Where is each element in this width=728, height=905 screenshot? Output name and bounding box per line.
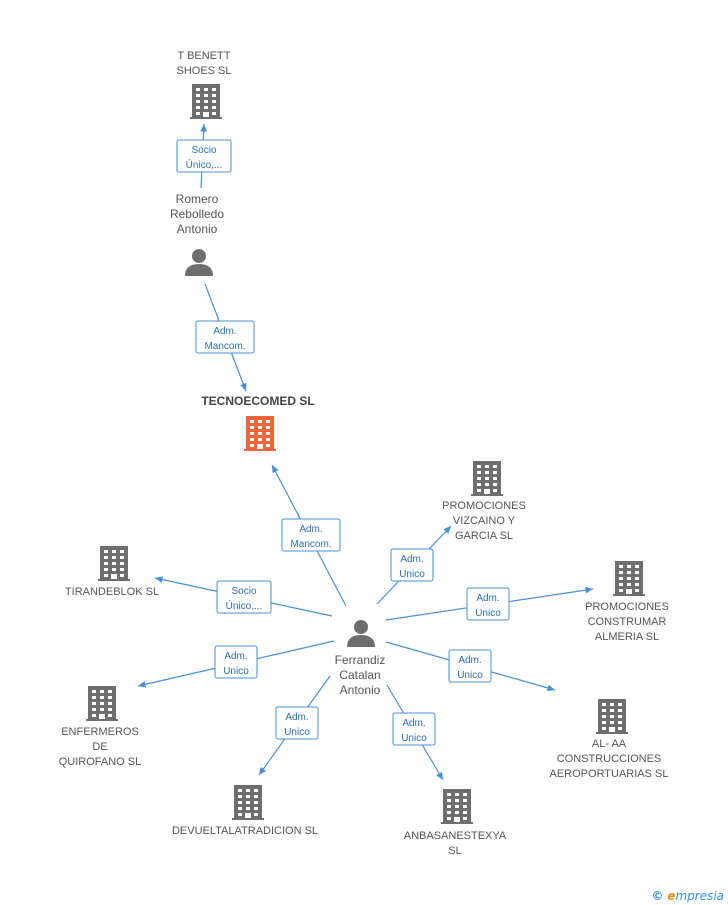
role-label-box[interactable] bbox=[176, 139, 232, 173]
building-icon bbox=[98, 546, 130, 581]
edges-layer: SocioÚnico,...Adm.Mancom.Adm.Mancom.Adm.… bbox=[137, 123, 594, 781]
person-icon bbox=[347, 620, 375, 647]
role-label-text: Mancom. bbox=[290, 539, 331, 550]
node-label-line: CONSTRUMAR bbox=[588, 616, 667, 628]
edge-ferrandiz-to-vizcaino[interactable]: Adm. Unico bbox=[376, 525, 452, 605]
edge-ferrandiz-to-anbasa[interactable]: Adm. Unico bbox=[386, 684, 444, 781]
role-label-box[interactable] bbox=[214, 645, 258, 679]
node-label-line: Ferrandiz bbox=[335, 653, 386, 667]
role-label-box[interactable] bbox=[392, 712, 436, 746]
building-icon bbox=[441, 789, 473, 824]
node-label-line: Catalan bbox=[339, 668, 380, 682]
role-label-text: Adm. bbox=[458, 655, 481, 666]
role-label-box[interactable] bbox=[466, 587, 510, 621]
node-label-line: PROMOCIONES bbox=[442, 500, 526, 512]
building-icon bbox=[596, 699, 628, 734]
role-label-text: Adm. bbox=[224, 651, 247, 662]
building-icon bbox=[190, 84, 222, 119]
node-label-line: Romero bbox=[176, 192, 219, 206]
node-label-line: AL- AA bbox=[592, 738, 627, 750]
node-label-line: GARCIA SL bbox=[455, 530, 513, 542]
company-node-devuelta[interactable]: DEVUELTALATRADICION SL bbox=[172, 785, 318, 837]
company-node-alaa[interactable]: AL- AA CONSTRUCCIONES AEROPORTUARIAS SL bbox=[550, 699, 669, 780]
node-label-line: SL bbox=[448, 845, 461, 857]
role-label-box[interactable] bbox=[281, 518, 341, 552]
role-label-text: Adm. bbox=[402, 718, 425, 729]
company-node-anbasa[interactable]: ANBASANESTEXYA SL bbox=[404, 789, 507, 857]
edge-ferrandiz-to-tirandeblok[interactable]: SocioÚnico,... bbox=[154, 576, 333, 617]
node-label-line: ALMERIA SL bbox=[595, 631, 659, 643]
company-node-tbenett[interactable]: T BENETT SHOES SL bbox=[176, 50, 232, 119]
node-label-line: Antonio bbox=[340, 683, 381, 697]
edge-ferrandiz-to-tecnoecomed[interactable]: Adm. Mancom. bbox=[271, 464, 347, 607]
role-label-box[interactable] bbox=[448, 649, 492, 683]
role-label-text: Único,... bbox=[186, 158, 223, 171]
node-label-line: Rebolledo bbox=[170, 207, 224, 221]
node-label-line: DE bbox=[92, 741, 107, 753]
node-label-line: QUIROFANO SL bbox=[59, 756, 142, 768]
building-icon bbox=[244, 416, 276, 451]
role-label-text: Adm. bbox=[213, 326, 236, 337]
role-label-text: Adm. bbox=[285, 712, 308, 723]
role-label-text: Mancom. bbox=[204, 341, 245, 352]
node-label-line: AEROPORTUARIAS SL bbox=[550, 768, 669, 780]
company-node-construmar[interactable]: PROMOCIONES CONSTRUMAR ALMERIA SL bbox=[585, 561, 669, 643]
role-label-text: Adm. bbox=[299, 524, 322, 535]
role-label-text: Unico bbox=[284, 727, 310, 738]
brand-name: mpresia bbox=[675, 889, 724, 903]
role-label-box[interactable] bbox=[195, 320, 255, 354]
company-node-tecnoecomed[interactable]: TECNOECOMED SL bbox=[201, 394, 315, 451]
company-node-tirandeblok[interactable]: TIRANDEBLOK SL bbox=[65, 546, 159, 598]
building-icon bbox=[613, 561, 645, 596]
role-label-text: Socio bbox=[231, 586, 256, 597]
node-label-line: Antonio bbox=[177, 222, 218, 236]
role-label-text: Unico bbox=[223, 666, 249, 677]
edge-ferrandiz-to-alaa[interactable]: Adm. Unico bbox=[385, 641, 556, 692]
role-label-box[interactable] bbox=[275, 706, 319, 740]
edge-romero-to-tecnoecomed[interactable]: Adm. Mancom. bbox=[195, 283, 255, 392]
node-label-line: SHOES SL bbox=[176, 65, 231, 77]
node-label-line: TECNOECOMED SL bbox=[201, 394, 314, 408]
building-icon bbox=[232, 785, 264, 820]
node-label-line: CONSTRUCCIONES bbox=[557, 753, 662, 765]
building-icon bbox=[86, 686, 118, 721]
company-node-vizcaino[interactable]: PROMOCIONES VIZCAINO Y GARCIA SL bbox=[442, 461, 526, 542]
role-label-box[interactable] bbox=[390, 548, 434, 582]
company-node-enfermeros[interactable]: ENFERMEROS DE QUIROFANO SL bbox=[59, 686, 142, 768]
role-label-text: Socio bbox=[191, 145, 216, 156]
role-label-text: Adm. bbox=[476, 593, 499, 604]
copyright-symbol: © bbox=[651, 889, 664, 903]
role-label-text: Unico bbox=[457, 670, 483, 681]
node-label-line: T BENETT bbox=[178, 50, 231, 62]
building-icon bbox=[471, 461, 503, 496]
edge-ferrandiz-to-enfermeros[interactable]: Adm. Unico bbox=[137, 640, 335, 688]
role-label-text: Adm. bbox=[400, 554, 423, 565]
brand-initial: e bbox=[667, 889, 676, 903]
edge-romero-to-tbenett[interactable]: SocioÚnico,... bbox=[176, 123, 232, 189]
edge-ferrandiz-to-construmar[interactable]: Adm. Unico bbox=[385, 586, 594, 621]
node-label-line: VIZCAINO Y bbox=[453, 515, 516, 527]
role-label-text: Unico bbox=[399, 569, 425, 580]
node-label-line: ANBASANESTEXYA bbox=[404, 830, 507, 842]
empresia-credit[interactable]: © empresia bbox=[651, 889, 724, 903]
edge-ferrandiz-to-devuelta[interactable]: Adm. Unico bbox=[258, 675, 331, 776]
role-label-text: Unico bbox=[475, 608, 501, 619]
role-label-text: Único,... bbox=[226, 599, 263, 612]
node-label-line: TIRANDEBLOK SL bbox=[65, 586, 159, 598]
node-label-line: PROMOCIONES bbox=[585, 601, 669, 613]
node-label-line: DEVUELTALATRADICION SL bbox=[172, 825, 318, 837]
role-label-text: Unico bbox=[401, 733, 427, 744]
node-label-line: ENFERMEROS bbox=[61, 726, 139, 738]
person-icon bbox=[185, 249, 213, 276]
nodes-layer: T BENETT SHOES SL TECNOECOMED SL PROMOCIONE… bbox=[59, 50, 669, 857]
role-label-box[interactable] bbox=[216, 580, 272, 614]
